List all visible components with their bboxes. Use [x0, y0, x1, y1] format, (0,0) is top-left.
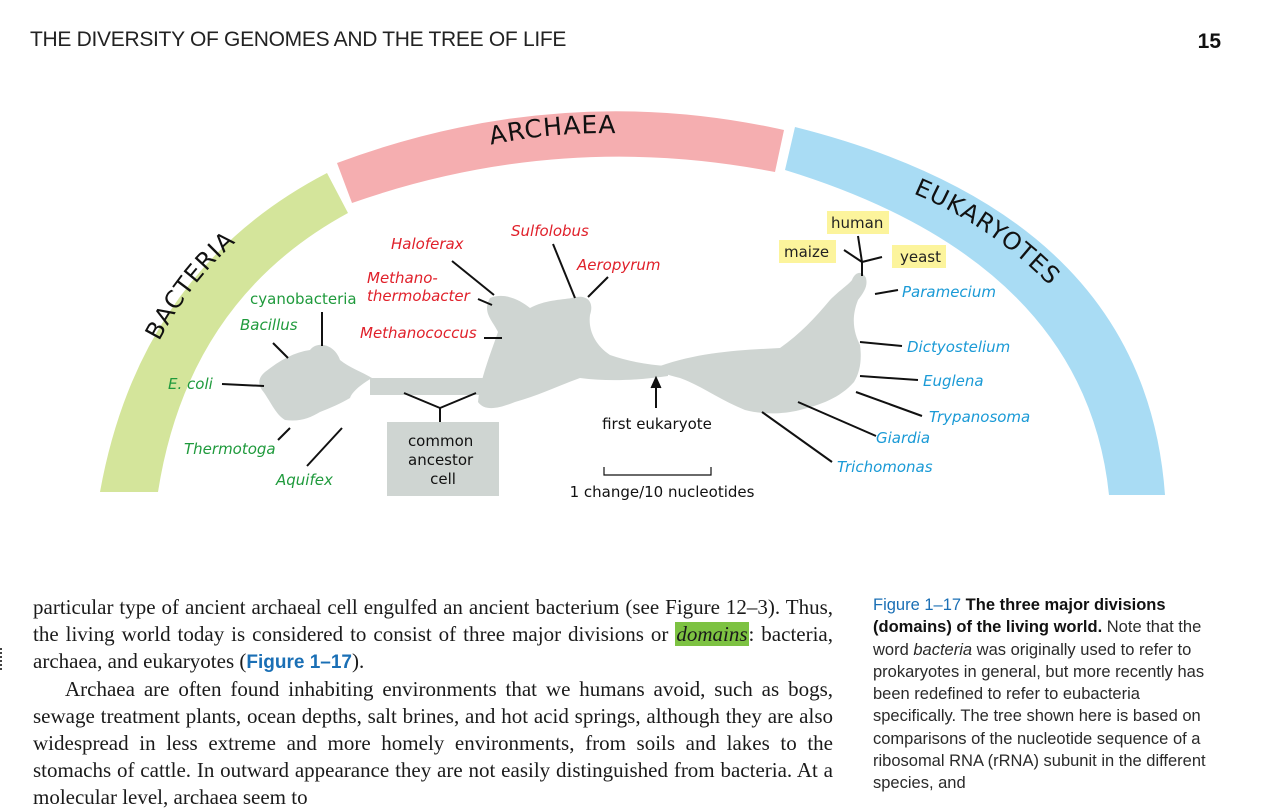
- label-cyanobacteria: cyanobacteria: [250, 290, 357, 308]
- label-euglena: Euglena: [923, 372, 984, 390]
- figure-reference-link[interactable]: Figure 1–17: [246, 651, 352, 673]
- label-methanococcus: Methanococcus: [360, 324, 477, 342]
- body-paragraph-1: particular type of ancient archaeal cell…: [33, 595, 833, 673]
- body-paragraph-2: Archaea are often found inhabiting envir…: [33, 677, 833, 809]
- label-trypanosoma: Trypanosoma: [929, 408, 1030, 426]
- caption-title: The three major divisions (domains) of t…: [873, 596, 1166, 637]
- phylogenetic-tree-shape: [259, 272, 867, 421]
- common-ancestor-box: [387, 422, 499, 496]
- label-methanothermobacter-1: Methano-: [367, 269, 438, 287]
- label-sulfolobus: Sulfolobus: [511, 222, 589, 240]
- running-title: THE DIVERSITY OF GENOMES AND THE TREE OF…: [30, 28, 567, 51]
- eukaryotes-band: [785, 127, 1165, 495]
- eukaryote-labels: Paramecium Dictyostelium Euglena Trypano…: [837, 283, 1030, 476]
- label-human: human: [831, 214, 883, 232]
- label-yeast: yeast: [900, 248, 941, 266]
- yeast-label-box: [892, 245, 946, 268]
- bacteria-band: [100, 173, 348, 492]
- label-trichomonas: Trichomonas: [837, 458, 933, 476]
- maize-label-box: [779, 240, 836, 263]
- highlighted-term[interactable]: domains: [675, 621, 749, 646]
- caption-figure-number: Figure 1–17: [873, 596, 962, 614]
- body-text: particular type of ancient archaeal cell…: [33, 594, 833, 810]
- bacteria-labels: cyanobacteria Bacillus E. coli Thermotog…: [168, 290, 357, 489]
- archaea-band: [337, 111, 784, 203]
- figure-caption: Figure 1–17 The three major divisions (d…: [873, 596, 1206, 793]
- label-bacillus: Bacillus: [240, 316, 298, 334]
- label-methanothermobacter-2: thermobacter: [367, 287, 471, 305]
- margin-annotation-mark: [0, 648, 5, 670]
- first-eukaryote-label: first eukaryote: [602, 415, 712, 433]
- label-aeropyrum: Aeropyrum: [576, 256, 661, 274]
- eukaryote-boxed-labels: human maize yeast: [784, 214, 941, 266]
- page-number: 15: [1197, 30, 1221, 53]
- common-ancestor-label: common ancestor cell: [408, 432, 478, 488]
- tree-of-life-figure: BACTERIA ARCHAEA EUKARYOTES: [100, 110, 1165, 501]
- label-aquifex: Aquifex: [275, 471, 333, 489]
- human-label-box: [827, 211, 889, 234]
- scale-bar-label: 1 change/10 nucleotides: [570, 483, 755, 501]
- label-giardia: Giardia: [876, 429, 930, 447]
- label-paramecium: Paramecium: [902, 283, 996, 301]
- archaea-labels: Haloferax Sulfolobus Aeropyrum Methano- …: [360, 222, 661, 342]
- label-haloferax: Haloferax: [391, 235, 464, 253]
- label-thermotoga: Thermotoga: [184, 440, 276, 458]
- label-e-coli: E. coli: [168, 375, 214, 393]
- label-maize: maize: [784, 243, 829, 261]
- tree-branches: [221, 235, 923, 476]
- label-dictyostelium: Dictyostelium: [907, 338, 1010, 356]
